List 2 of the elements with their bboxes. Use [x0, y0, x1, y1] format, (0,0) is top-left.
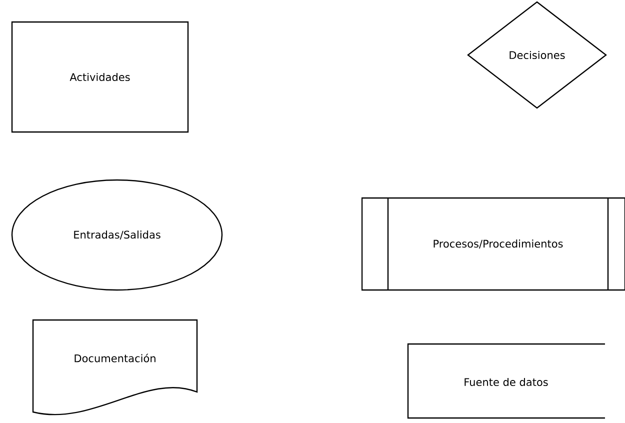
process-box: Procesos/Procedimientos: [361, 197, 625, 291]
activity-box: Actividades: [11, 21, 189, 133]
